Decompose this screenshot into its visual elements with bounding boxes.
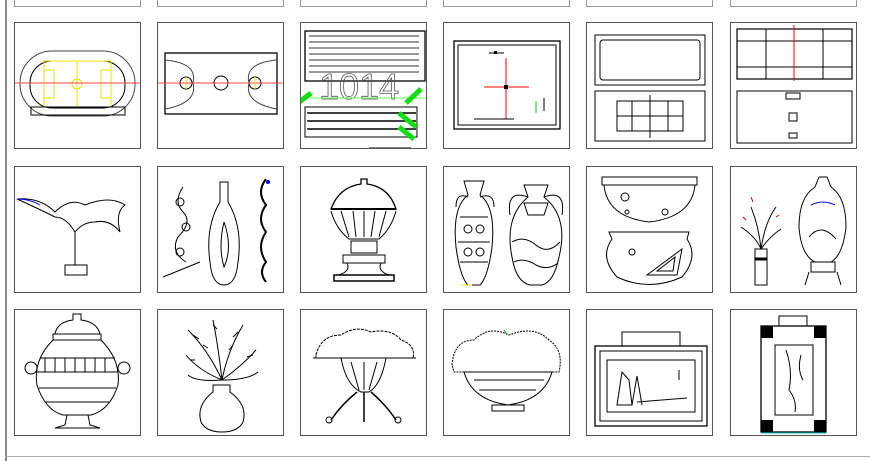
tile-bird-sculpture[interactable] bbox=[14, 166, 141, 293]
plant-vase-and-urn-drawing bbox=[740, 176, 847, 286]
billiard-table-drawing bbox=[594, 34, 706, 142]
tile-partial[interactable] bbox=[443, 0, 570, 7]
tile-bowl-and-pot[interactable] bbox=[586, 166, 713, 293]
tile-partial[interactable] bbox=[14, 0, 141, 7]
tile-partial[interactable] bbox=[730, 0, 857, 7]
tile-flower-vase[interactable] bbox=[157, 309, 284, 436]
tile-ornament-and-bottle[interactable] bbox=[157, 166, 284, 293]
tile-lamp-urn[interactable] bbox=[300, 166, 427, 293]
framed-picture-drawing bbox=[594, 331, 708, 427]
lamp-urn-drawing bbox=[330, 178, 397, 282]
tile-bleachers-plan[interactable]: 1014 bbox=[300, 22, 427, 149]
framed-panel-drawing bbox=[760, 315, 827, 434]
tile-lidded-urn[interactable] bbox=[14, 309, 141, 436]
basketball-court-drawing bbox=[158, 52, 283, 115]
bottom-border bbox=[5, 456, 870, 457]
tile-planter-on-stand[interactable] bbox=[300, 309, 427, 436]
planter-on-stand-drawing bbox=[313, 328, 416, 424]
amphora-vases-drawing bbox=[454, 180, 564, 286]
soccer-stadium-drawing bbox=[15, 50, 140, 117]
ornament-and-bottle-drawing bbox=[162, 178, 270, 286]
tile-partial[interactable] bbox=[586, 0, 713, 7]
left-border bbox=[5, 0, 7, 461]
tile-framed-picture[interactable] bbox=[586, 309, 713, 436]
flower-vase-drawing bbox=[185, 319, 259, 433]
bowl-and-pot-drawing bbox=[601, 176, 698, 285]
tile-tennis-court[interactable] bbox=[730, 22, 857, 149]
tile-soccer-stadium[interactable] bbox=[14, 22, 141, 149]
flower-bowl-drawing bbox=[451, 329, 561, 412]
tile-plant-vase-and-urn[interactable] bbox=[730, 166, 857, 293]
tile-partial[interactable] bbox=[300, 0, 427, 7]
bird-sculpture-drawing bbox=[16, 198, 126, 276]
tile-flower-bowl[interactable] bbox=[443, 309, 570, 436]
bleachers-plan-drawing: 1014 bbox=[301, 30, 426, 148]
tennis-court-drawing bbox=[736, 25, 853, 144]
tile-amphora-vases[interactable] bbox=[443, 166, 570, 293]
tile-framed-panel[interactable] bbox=[730, 309, 857, 436]
tile-partial[interactable] bbox=[157, 0, 284, 7]
tile-basketball-court[interactable] bbox=[157, 22, 284, 149]
tile-billiard-table[interactable] bbox=[586, 22, 713, 149]
sports-field-plan-drawing bbox=[453, 40, 561, 130]
drawing-number-label: 1014 bbox=[319, 66, 399, 107]
lidded-urn-drawing bbox=[24, 313, 131, 429]
tile-sports-field-plan[interactable] bbox=[443, 22, 570, 149]
